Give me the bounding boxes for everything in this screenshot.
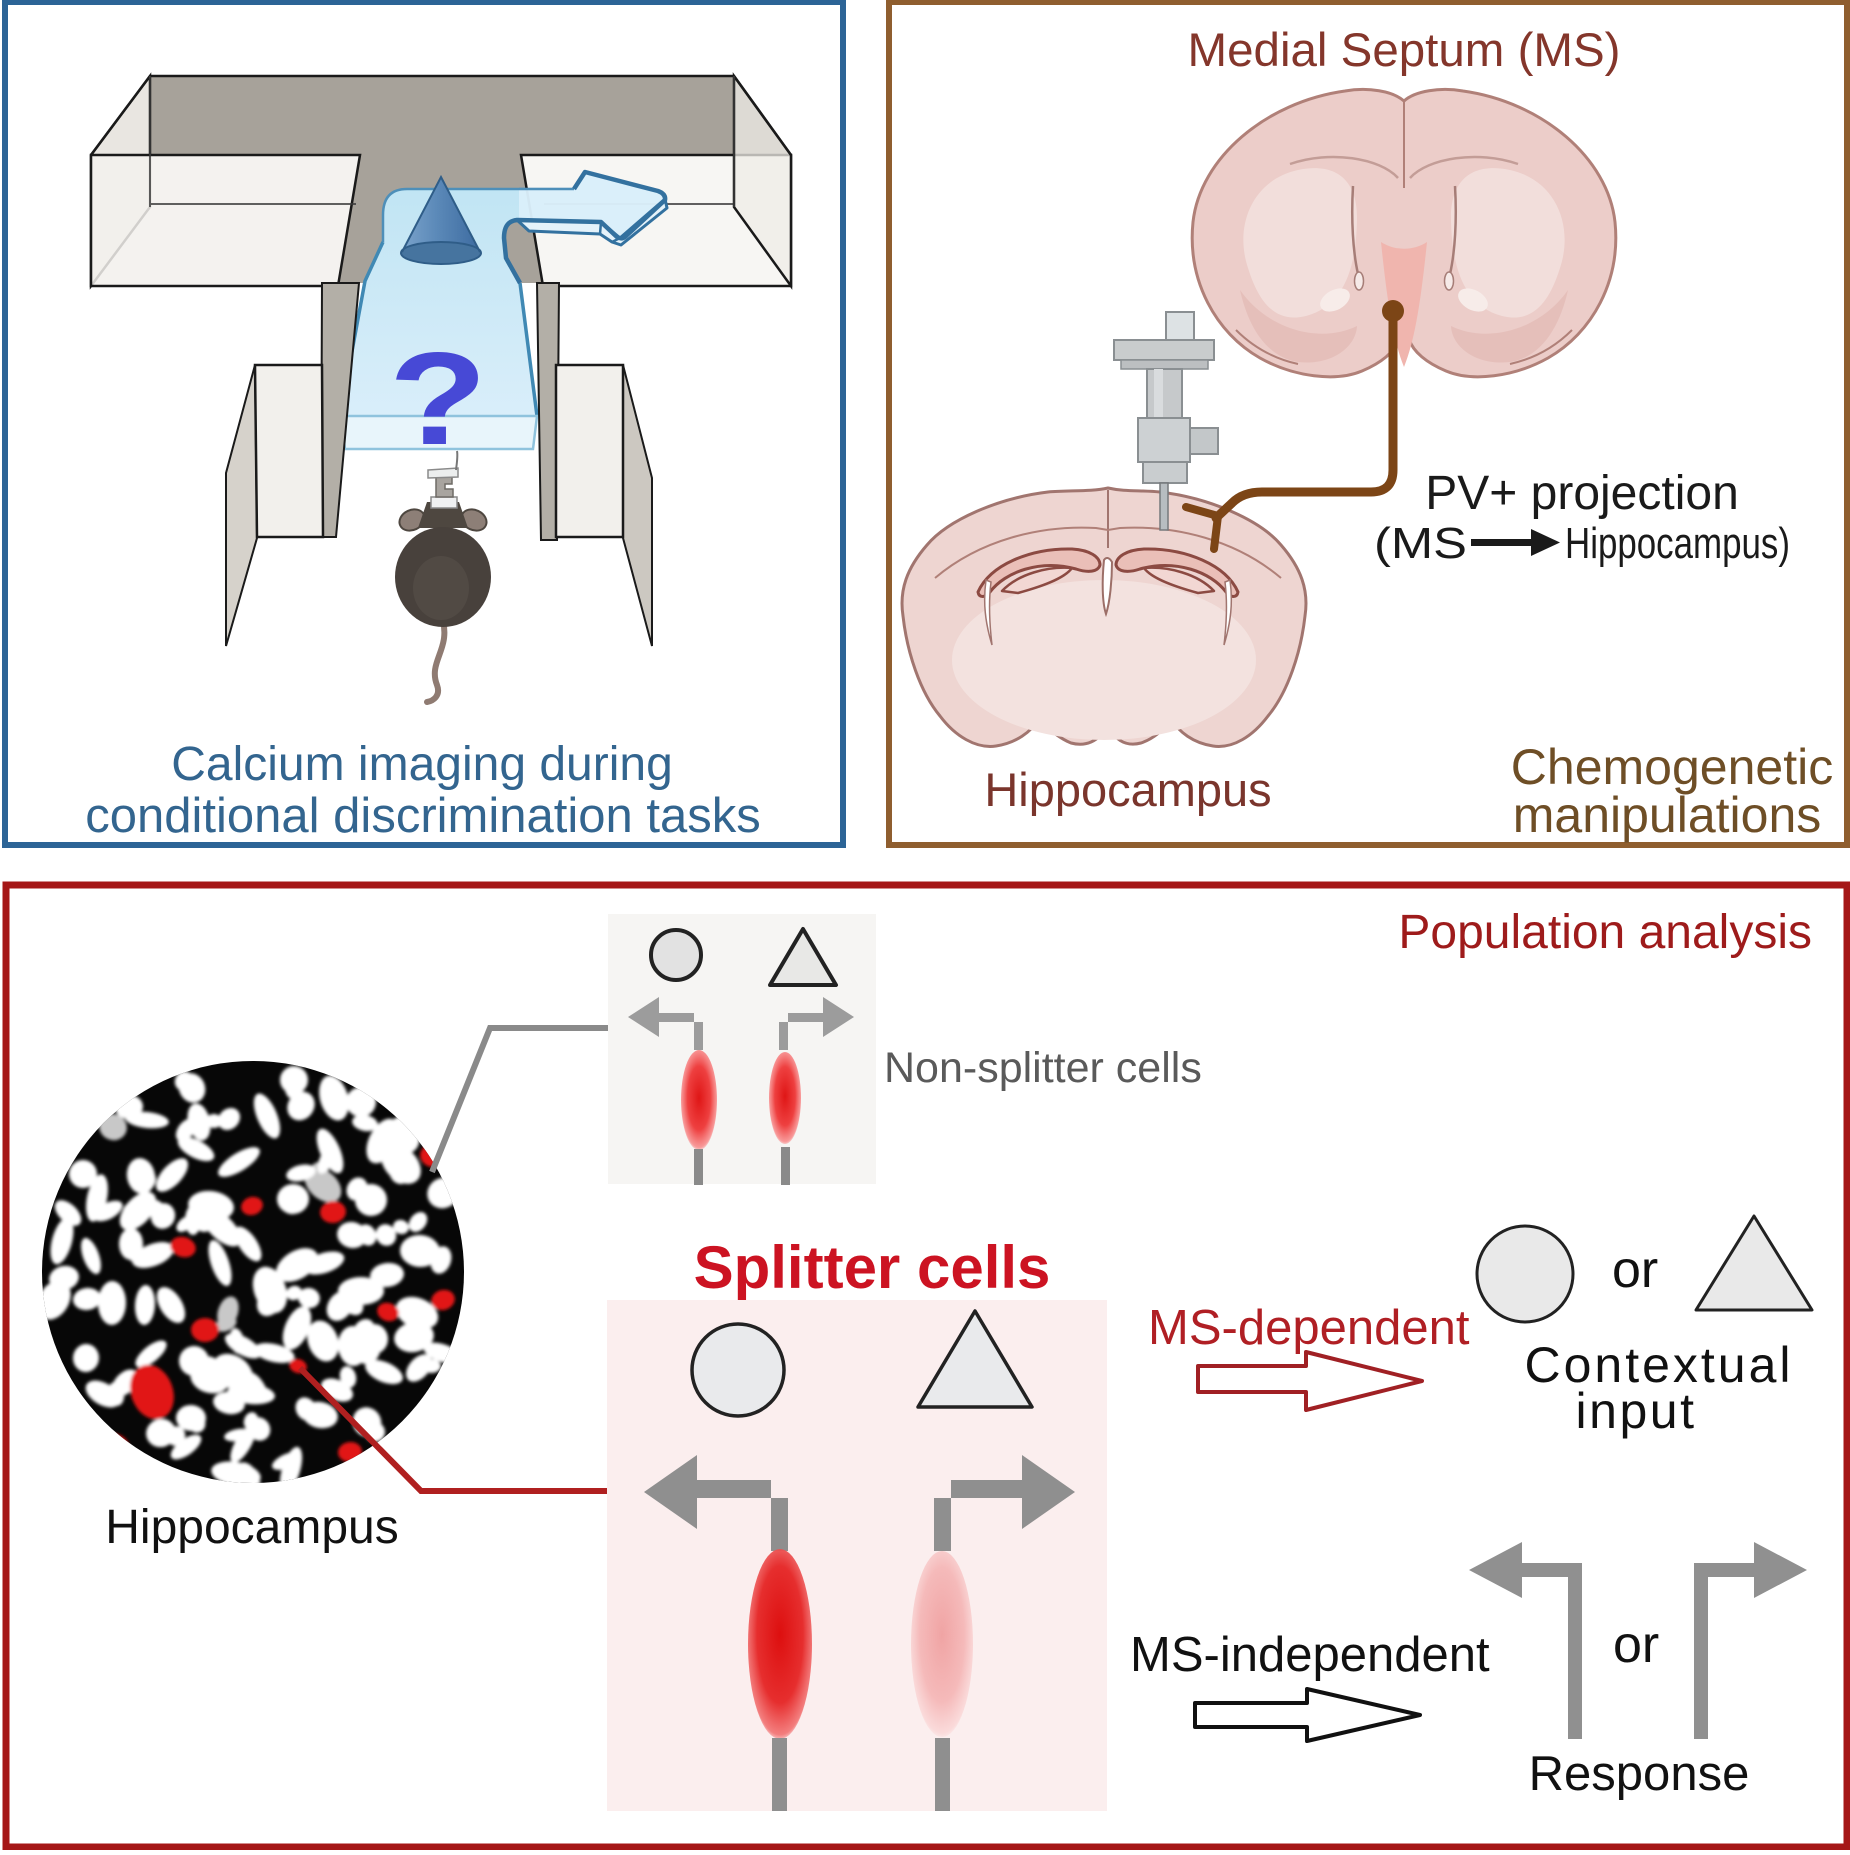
svg-text:MS-independent: MS-independent xyxy=(1130,1628,1490,1682)
svg-text:Splitter cells: Splitter cells xyxy=(694,1234,1051,1301)
svg-text:Population analysis: Population analysis xyxy=(1398,906,1812,959)
svg-text:input: input xyxy=(1576,1383,1697,1439)
svg-text:Hippocampus: Hippocampus xyxy=(984,763,1271,816)
svg-text:Calcium imaging during: Calcium imaging during xyxy=(171,738,673,791)
svg-text:Contextual: Contextual xyxy=(1524,1337,1793,1393)
svg-text:Hippocampus): Hippocampus) xyxy=(1565,519,1790,568)
svg-text:?: ? xyxy=(389,326,488,473)
svg-text:manipulations: manipulations xyxy=(1513,787,1822,843)
svg-text:or: or xyxy=(1613,1616,1659,1674)
svg-text:(MS: (MS xyxy=(1374,519,1467,568)
svg-text:PV+ projection: PV+ projection xyxy=(1425,467,1739,520)
svg-text:Non-splitter cells: Non-splitter cells xyxy=(884,1044,1202,1092)
svg-text:conditional discrimination tas: conditional discrimination tasks xyxy=(85,789,760,843)
svg-text:MS-dependent: MS-dependent xyxy=(1148,1301,1470,1355)
svg-text:Chemogenetic: Chemogenetic xyxy=(1511,739,1833,795)
svg-text:Medial Septum (MS): Medial Septum (MS) xyxy=(1188,24,1621,77)
svg-text:Response: Response xyxy=(1529,1747,1750,1801)
svg-text:Hippocampus: Hippocampus xyxy=(105,1501,398,1554)
svg-text:or: or xyxy=(1612,1241,1658,1299)
